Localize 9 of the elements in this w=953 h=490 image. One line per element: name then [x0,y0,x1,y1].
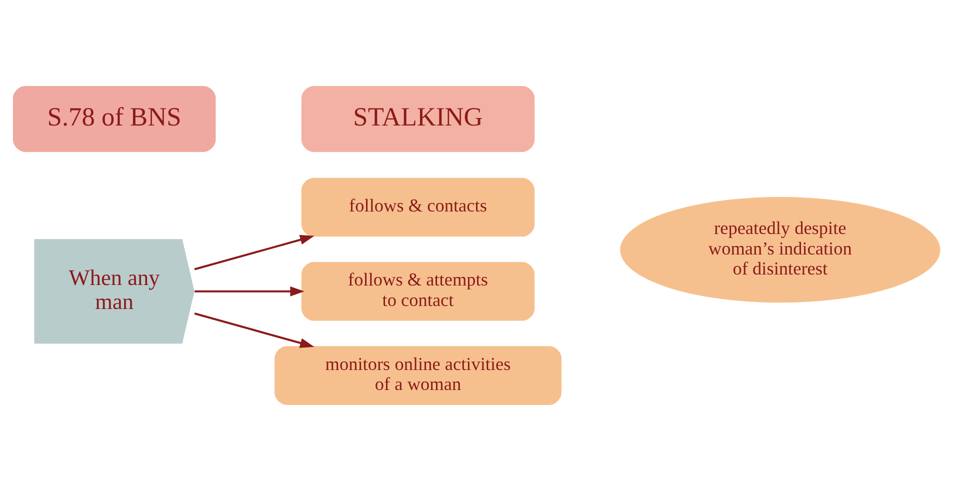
node-box: follows & attempts to contact [301,261,535,320]
node-ellipse: repeatedly despite woman’s indication of disinterest [620,196,940,302]
node-box: follows & contacts [301,177,535,236]
node-box: STALKING [301,86,535,152]
node-box: monitors online activities of a woman [274,346,562,404]
arrow [194,286,304,296]
arrow [194,312,314,348]
node-box: S.78 of BNS [12,86,216,152]
arrow [194,234,314,270]
